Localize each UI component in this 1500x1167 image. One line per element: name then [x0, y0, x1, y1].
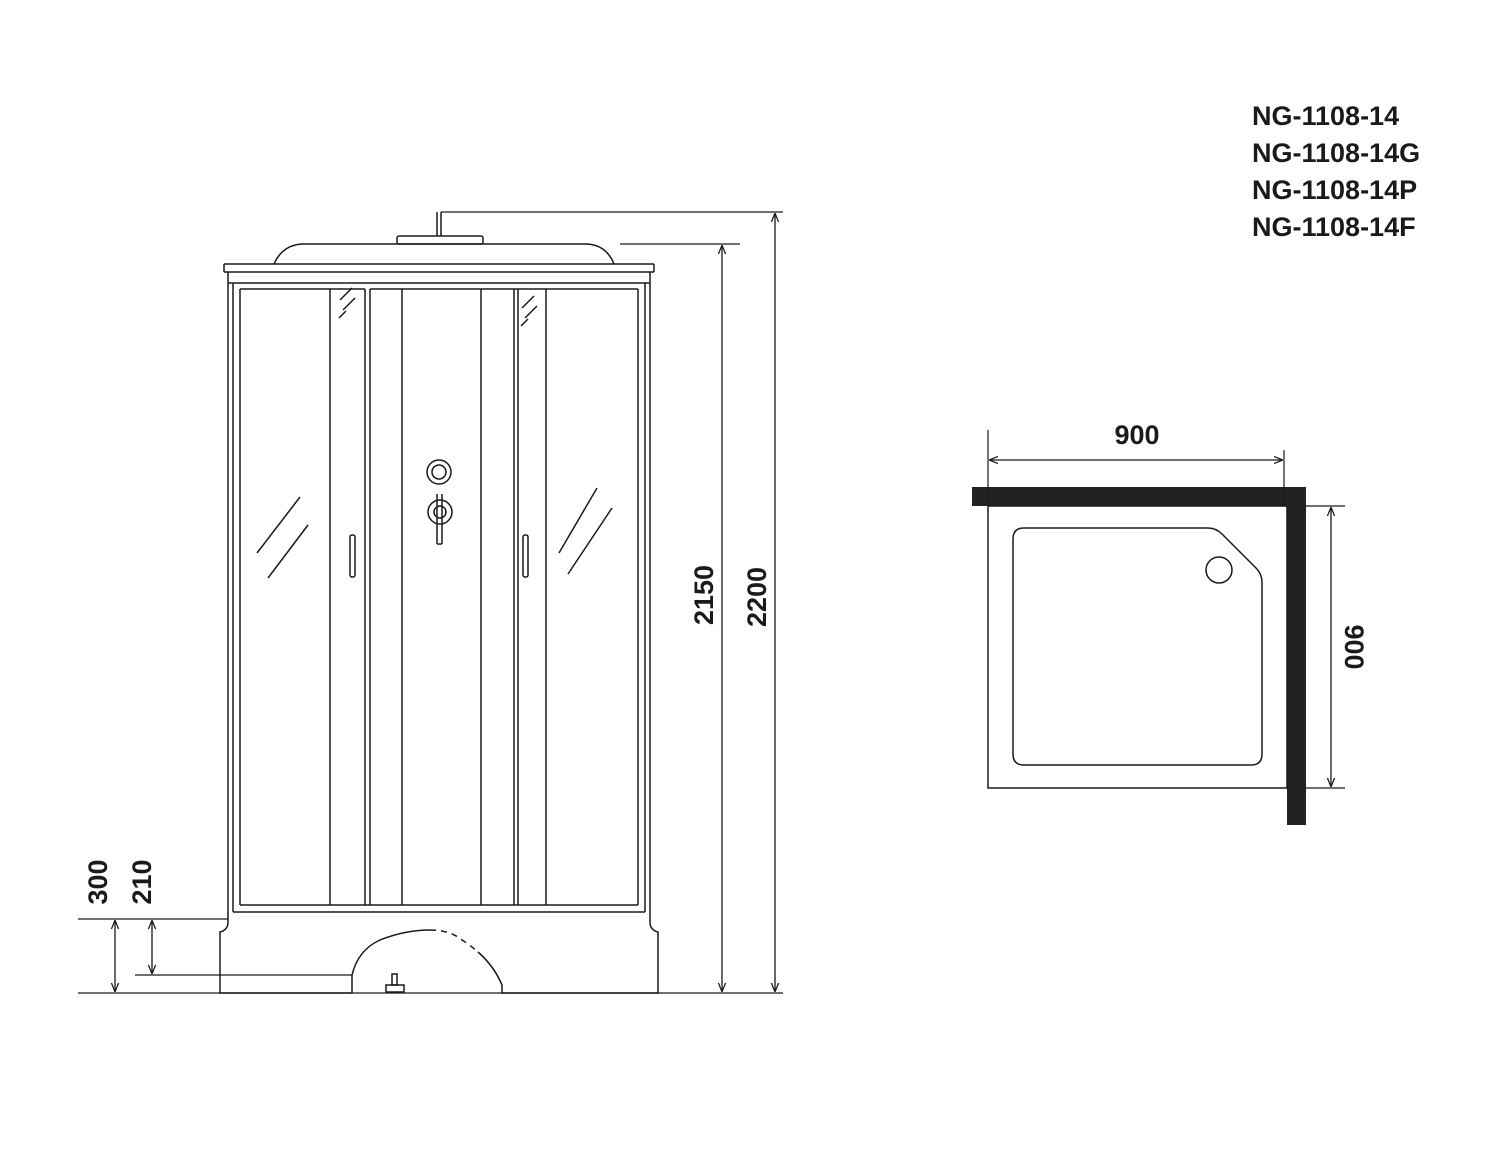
- dimension-label-2150: 2150: [689, 565, 719, 625]
- dimension-label-210: 210: [127, 859, 157, 904]
- cabin-frame: [227, 283, 651, 913]
- model-list: NG-1108-14 NG-1108-14G NG-1108-14P NG-11…: [1252, 98, 1420, 246]
- mixer-knob-icon: [426, 459, 452, 485]
- left-door: [240, 287, 371, 905]
- right-door: [513, 288, 638, 905]
- dimension-label-depth: 900: [1339, 624, 1369, 669]
- extension-lines: [78, 211, 783, 994]
- tray-outline: [987, 505, 1288, 789]
- roof: [223, 212, 655, 284]
- dimension-label-width: 900: [1114, 420, 1159, 450]
- drain-icon: [1205, 556, 1233, 584]
- wall-top: [972, 487, 1306, 506]
- model-code: NG-1108-14P: [1252, 175, 1418, 205]
- dimension-label-2200: 2200: [742, 567, 772, 627]
- dimension-lines: [115, 214, 775, 991]
- model-code: NG-1108-14: [1252, 101, 1400, 131]
- center-panel: [370, 288, 514, 905]
- mixer-lever-icon: [427, 494, 453, 545]
- right-door-handle: [522, 534, 529, 578]
- left-door-handle: [349, 534, 356, 578]
- tray-base: [219, 912, 659, 994]
- tray-basin: [1012, 527, 1263, 766]
- dimension-label-300: 300: [83, 859, 113, 904]
- model-code: NG-1108-14F: [1252, 212, 1416, 242]
- top-view: 900 900: [972, 420, 1369, 825]
- front-view: [219, 212, 659, 994]
- model-code: NG-1108-14G: [1252, 138, 1421, 168]
- wall-right: [1287, 487, 1306, 825]
